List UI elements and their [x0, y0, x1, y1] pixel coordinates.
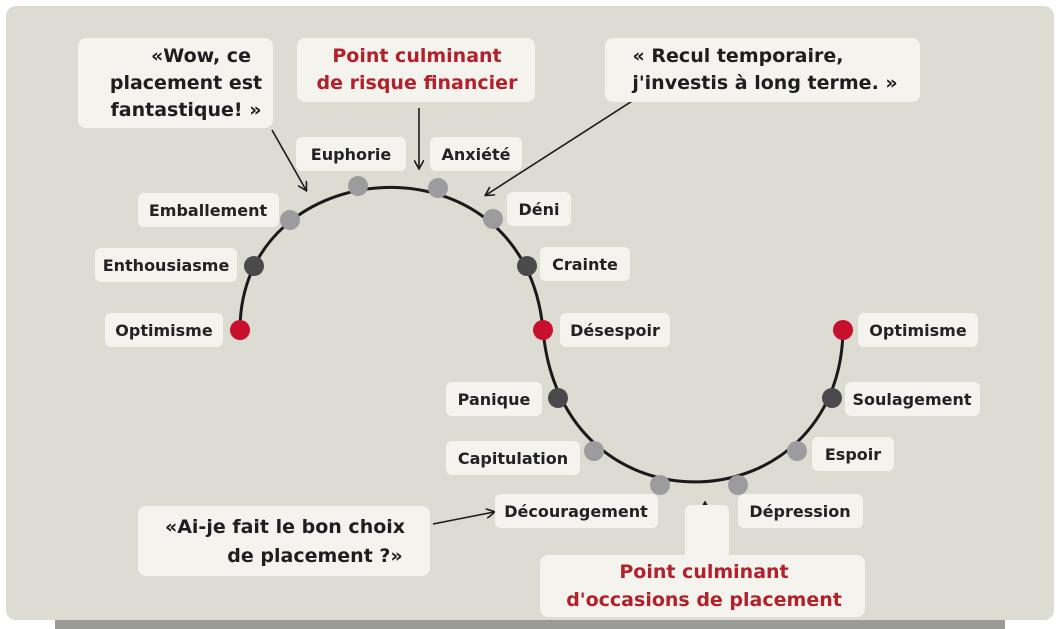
arrow-recul — [486, 95, 641, 195]
arrow-choix — [432, 512, 494, 525]
stage-box — [446, 441, 580, 475]
stage-dot-anxiete — [428, 178, 448, 198]
bottom-bar — [55, 620, 1005, 629]
stage-label: Espoir — [825, 445, 881, 464]
stage-box — [446, 382, 542, 416]
stage-dot-panique — [548, 388, 568, 408]
stage-dot-desespoir — [533, 320, 553, 340]
stage-label: Emballement — [149, 201, 268, 220]
arrow-wow — [271, 129, 306, 190]
quote-choix-line: de placement ?» — [227, 545, 402, 567]
stage-box — [430, 137, 522, 171]
stage-dot-emballement — [280, 210, 300, 230]
stage-label: Déni — [518, 200, 559, 219]
stage-box — [138, 193, 279, 227]
stage-label: Panique — [458, 390, 531, 409]
quote-box-choix — [138, 506, 430, 576]
stage-dot-espoir — [787, 441, 807, 461]
stage-box — [812, 437, 894, 471]
stage-box — [105, 313, 223, 347]
quote-recul-line: j'investis à long terme. » — [631, 72, 897, 94]
stage-dot-enthousiasme — [244, 256, 264, 276]
stage-box — [540, 247, 630, 281]
stage-label: Soulagement — [852, 390, 971, 409]
stage-dot-euphorie — [348, 176, 368, 196]
stage-box — [845, 382, 980, 416]
stage-label: Optimisme — [115, 321, 213, 340]
stage-dot-deni — [483, 209, 503, 229]
stage-box — [858, 313, 978, 347]
stage-dot-optimisme — [230, 320, 250, 340]
peak-box-risk — [297, 38, 535, 102]
stage-box — [95, 248, 237, 282]
peak-risk-line: Point culminant — [332, 45, 501, 67]
stage-label: Enthousiasme — [103, 256, 230, 275]
stage-box — [296, 137, 406, 171]
stage-dot-soulagement — [822, 388, 842, 408]
quote-wow-line: «Wow, ce — [151, 45, 251, 67]
quote-choix-line: «Ai-je fait le bon choix — [165, 516, 405, 538]
quote-box-recul — [605, 38, 920, 102]
quote-wow-line: placement est — [110, 72, 262, 94]
peak-box-opportunity — [540, 555, 865, 617]
stage-box — [560, 313, 670, 347]
stage-label: Optimisme — [869, 321, 967, 340]
stage-label: Euphorie — [311, 145, 392, 164]
stage-label: Découragement — [504, 502, 648, 521]
stage-dot-capitulation — [584, 441, 604, 461]
stage-box — [495, 494, 658, 528]
stage-label: Désespoir — [570, 321, 660, 340]
stage-dot-optimisme-2 — [833, 320, 853, 340]
quote-box-wow — [78, 38, 273, 128]
stage-label: Capitulation — [458, 449, 568, 468]
stage-label: Crainte — [552, 255, 618, 274]
quote-wow-line: fantastique! » — [111, 99, 262, 121]
peak-opportunity-line: Point culminant — [619, 561, 788, 583]
stage-dot-depression — [728, 475, 748, 495]
stage-label: Dépression — [749, 502, 850, 521]
stage-box — [507, 192, 571, 226]
peak-risk-line: de risque financier — [317, 72, 519, 94]
stage-box — [738, 494, 863, 528]
peak-box-opportunity — [685, 505, 729, 560]
quote-recul-line: « Recul temporaire, — [633, 45, 844, 67]
stage-label: Anxiété — [442, 145, 511, 164]
stage-dot-decouragement — [650, 475, 670, 495]
stage-dot-crainte — [517, 256, 537, 276]
peak-opportunity-line: d'occasions de placement — [566, 589, 842, 611]
